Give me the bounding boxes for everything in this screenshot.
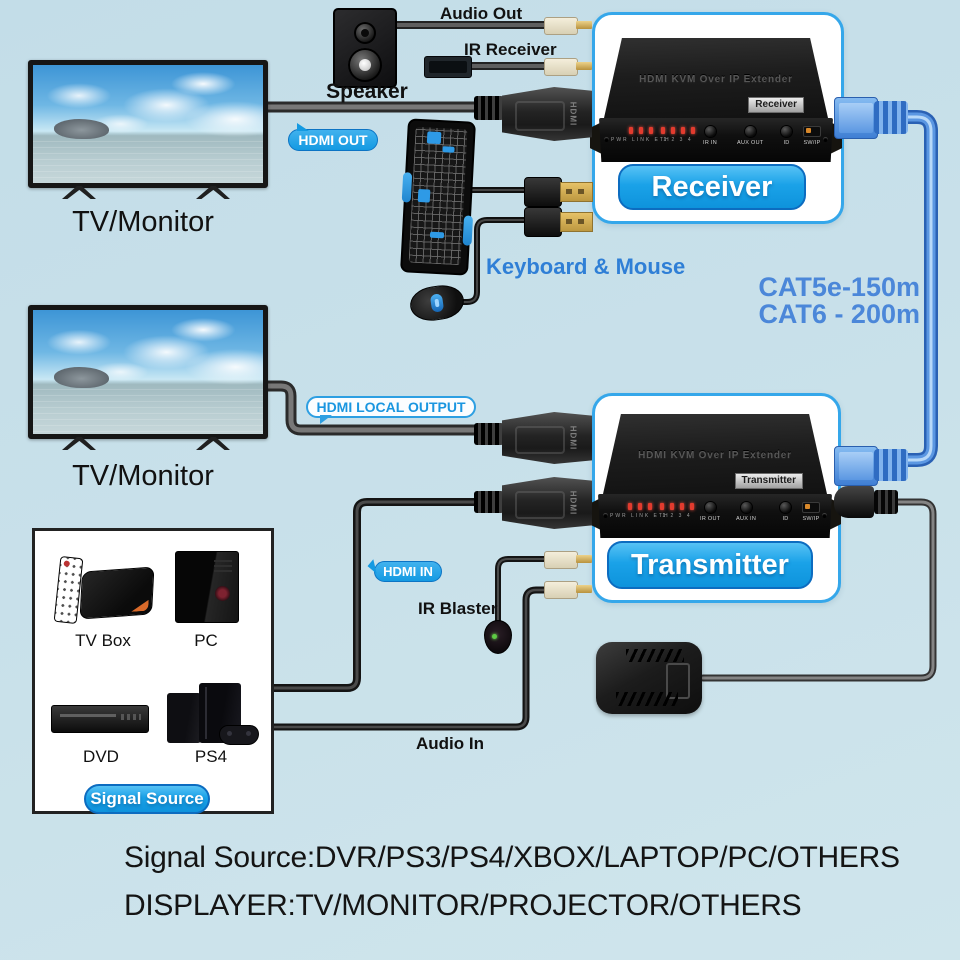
sw-ip-switch: SW/IP	[802, 502, 820, 522]
receiver-device-top: HDMI KVM Over IP Extender Receiver	[604, 38, 828, 118]
screw-icon	[604, 137, 609, 142]
badge-tail-icon	[320, 415, 332, 424]
cat6-length-label: CAT6 - 200m	[758, 299, 920, 329]
device-title: HDMI KVM Over IP Extender	[638, 450, 792, 461]
status-led-labels: PWR LINK ETH	[611, 137, 671, 143]
hdmi-in-badge: HDMI IN	[367, 559, 442, 582]
transmitter-device-top: HDMI KVM Over IP Extender Transmitter	[603, 414, 827, 494]
toggle-switch-icon	[803, 126, 821, 137]
cable-audio-in	[262, 586, 550, 731]
footer-signal-source-line: Signal Source:DVR/PS3/PS4/XBOX/LAPTOP/PC…	[124, 841, 900, 874]
usb-plug-keyboard-icon	[524, 177, 593, 207]
ps4-label: PS4	[194, 747, 228, 766]
tv-monitor-2	[28, 305, 268, 439]
screw-icon	[823, 137, 828, 142]
audio-out-label: Audio Out	[440, 4, 523, 23]
jack-socket-icon	[740, 502, 752, 513]
tv-screen	[33, 65, 263, 183]
sw-ip-switch: SW/IP	[803, 126, 821, 146]
adapter-label-plate	[666, 663, 690, 699]
dc-power-plug-icon	[834, 486, 898, 518]
cat5e-length-label: CAT5e-150m	[758, 272, 920, 302]
jack-socket-icon	[744, 126, 756, 137]
channel-leds: 1 2 3 4	[660, 503, 694, 519]
channel-led-numbers: 1 2 3 4	[663, 137, 693, 143]
ir-blaster-icon	[484, 620, 512, 654]
button-icon	[780, 502, 791, 513]
jack-socket-icon	[704, 126, 716, 137]
receiver-front-panel: PWR LINK ETH 1 2 3 4 IR IN AUX OUT ID SW…	[599, 118, 833, 162]
hdmi-out-badge: HDMI OUT	[288, 123, 378, 151]
pc-label: PC	[194, 631, 218, 650]
tv-screen	[33, 310, 263, 434]
hdmi-local-output-badge: HDMI LOCAL OUTPUT	[306, 396, 476, 424]
pc-tower-icon	[175, 551, 239, 623]
ir-out-port: IR OUT	[700, 502, 720, 522]
tv-monitor-1	[28, 60, 268, 188]
keyboard-icon	[400, 118, 476, 276]
usb-plug-mouse-icon	[524, 207, 593, 237]
dvd-player-icon	[51, 705, 149, 733]
device-title: HDMI KVM Over IP Extender	[639, 74, 793, 85]
tv-box-icon	[79, 566, 155, 620]
dvd-label: DVD	[83, 747, 119, 766]
status-led-labels: PWR LINK ETH	[610, 513, 670, 519]
id-button: ID	[781, 126, 792, 146]
ir-blaster-jack-icon	[544, 551, 592, 569]
ir-in-port: IR IN	[703, 126, 717, 146]
ir-receiver-icon	[424, 56, 472, 78]
screw-icon	[603, 513, 608, 518]
receiver-device-badge: Receiver	[748, 97, 804, 113]
keyboard-grip-icon	[401, 172, 413, 203]
ir-blaster-label: IR Blaster	[418, 599, 498, 618]
transmitter-device: HDMI KVM Over IP Extender Transmitter PW…	[589, 410, 841, 540]
signal-source-pill: Signal Source	[84, 784, 210, 814]
speaker-tweeter-icon	[354, 22, 376, 44]
toggle-switch-icon	[802, 502, 820, 513]
speaker-woofer-icon	[348, 48, 382, 82]
speaker-label: Speaker	[326, 80, 408, 103]
cable-hdmi-in	[262, 498, 484, 692]
remote-control-icon	[53, 555, 84, 625]
receiver-label-pill: Receiver	[618, 164, 806, 210]
transmitter-label-pill: Transmitter	[607, 541, 813, 589]
jack-socket-icon	[704, 502, 716, 513]
ir-receiver-label: IR Receiver	[464, 40, 557, 59]
button-icon	[781, 126, 792, 137]
gamepad-icon	[219, 725, 259, 745]
speaker-icon	[333, 8, 397, 88]
receiver-device: HDMI KVM Over IP Extender Receiver PWR L…	[590, 34, 842, 164]
keyboard-mouse-label: Keyboard & Mouse	[486, 254, 686, 279]
keyboard-grip-icon	[462, 215, 474, 246]
tv-monitor-1-label: TV/Monitor	[72, 206, 214, 238]
tv-box-label: TV Box	[75, 631, 131, 650]
id-button: ID	[780, 502, 791, 522]
status-leds: PWR LINK ETH	[610, 503, 670, 519]
ir-receiver-jack-icon	[544, 58, 592, 76]
audio-in-jack-icon	[544, 581, 592, 599]
footer-displayer-line: DISPLAYER:TV/MONITOR/PROJECTOR/OTHERS	[124, 889, 802, 922]
power-adapter-icon	[596, 642, 702, 714]
audio-out-jack-icon	[544, 17, 592, 35]
aux-in-port: AUX IN	[736, 502, 756, 522]
signal-source-box: TV Box PC DVD PS4	[32, 528, 274, 814]
screw-icon	[822, 513, 827, 518]
ps4-icon	[163, 681, 259, 745]
channel-leds: 1 2 3 4	[661, 127, 695, 143]
badge-tail-icon	[297, 123, 309, 131]
status-leds: PWR LINK ETH	[611, 127, 671, 143]
tv-monitor-2-label: TV/Monitor	[72, 460, 214, 492]
aux-out-port: AUX OUT	[737, 126, 764, 146]
transmitter-device-badge: Transmitter	[734, 473, 803, 489]
channel-led-numbers: 1 2 3 4	[662, 513, 692, 519]
audio-in-label: Audio In	[416, 734, 484, 753]
transmitter-front-panel: PWR LINK ETH 1 2 3 4 IR OUT AUX IN ID SW…	[598, 494, 832, 538]
